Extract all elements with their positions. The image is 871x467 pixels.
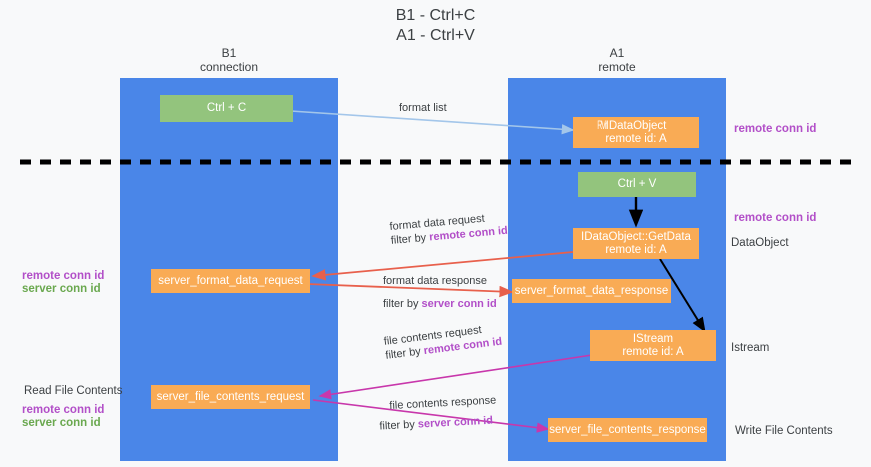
edge-label-format-data-response-line1: format data response (383, 275, 487, 287)
edge-label-format-data-request: format data request filter by remote con… (389, 210, 508, 248)
filter-by-prefix-4: filter by (379, 418, 419, 433)
diagram-title: B1 - Ctrl+C A1 - Ctrl+V (0, 6, 871, 46)
edge-label-file-contents-request: file contents request filter by remote c… (383, 321, 503, 363)
box-server-format-data-response-label: server_format_data_response (514, 284, 669, 297)
box-getdata-line2: remote id: A (605, 243, 667, 256)
annotation-left-remote-conn-id-2: remote conn id (22, 404, 105, 416)
edge-label-file-contents-response-line1: file contents response (389, 394, 497, 412)
lane-b1-subtitle: connection (199, 60, 259, 74)
box-istream-line1: IStream (632, 332, 674, 345)
box-idataobject-line1: IDataObject (605, 119, 667, 132)
annotation-write-file-contents: Write File Contents (735, 425, 833, 437)
lane-header-a1: A1 remote (508, 46, 726, 74)
annotation-left-remote-conn-id: remote conn id (22, 270, 105, 282)
box-server-file-contents-response[interactable]: server_file_contents_response (548, 418, 707, 442)
box-getdata-line1: IDataObject::GetData (581, 230, 691, 243)
edge-label-file-contents-response: file contents response filter by server … (379, 393, 498, 433)
box-ctrl-c[interactable]: Ctrl + C (160, 95, 293, 122)
filter-value-server-conn-id-2: server conn id (417, 414, 494, 431)
box-ctrl-c-label: Ctrl + C (206, 102, 247, 114)
box-server-file-contents-response-label: server_file_contents_response (549, 423, 706, 436)
annotation-remote-conn-id-top: remote conn id (734, 123, 817, 135)
edge-label-format-data-response-line2: filter by server conn id (383, 297, 497, 311)
annotation-istream: Istream (731, 342, 770, 354)
box-istream-line2: remote id: A (622, 345, 684, 358)
box-idataobject[interactable]: RVrI IDataObject remote id: A (573, 117, 699, 148)
title-line-1: B1 - Ctrl+C (395, 7, 476, 24)
filter-by-prefix-2: filter by (383, 298, 422, 310)
box-ctrl-v-label: Ctrl + V (617, 178, 657, 190)
box-idataobject-getdata[interactable]: IDataObject::GetData remote id: A (573, 228, 699, 259)
box-ctrl-v[interactable]: Ctrl + V (578, 172, 696, 197)
lane-a1-subtitle: remote (598, 60, 636, 74)
box-server-format-data-response[interactable]: server_format_data_response (512, 279, 671, 303)
filter-by-prefix-1: filter by (390, 231, 430, 247)
annotation-read-file-contents: Read File Contents (24, 385, 123, 397)
filter-value-server-conn-id-1: server conn id (421, 298, 497, 310)
edge-label-format-data-response: format data response filter by server co… (383, 274, 497, 311)
box-idataobject-overlap-glyphs: RVrI (596, 119, 608, 132)
box-istream[interactable]: IStream remote id: A (590, 330, 716, 361)
box-idataobject-line2: remote id: A (605, 132, 667, 145)
box-server-file-contents-request[interactable]: server_file_contents_request (151, 385, 310, 409)
annotation-remote-conn-id-mid: remote conn id (734, 212, 817, 224)
lane-header-b1: B1 connection (120, 46, 338, 74)
filter-by-prefix-3: filter by (384, 345, 425, 362)
box-idataobject-line1-wrap: RVrI IDataObject (597, 119, 667, 133)
annotation-left-server-conn-id-2: server conn id (22, 417, 101, 429)
annotation-left-server-conn-id: server conn id (22, 283, 101, 295)
edge-label-format-list: format list (399, 102, 447, 114)
box-server-format-data-request[interactable]: server_format_data_request (151, 269, 310, 293)
edge-label-file-contents-response-line2: filter by server conn id (379, 413, 498, 433)
box-server-format-data-request-label: server_format_data_request (158, 274, 303, 287)
lane-b1-title: B1 (221, 46, 237, 60)
annotation-dataobject: DataObject (731, 237, 789, 249)
box-server-file-contents-request-label: server_file_contents_request (156, 390, 305, 403)
title-line-2: A1 - Ctrl+V (396, 27, 475, 44)
lane-a1-title: A1 (609, 46, 625, 60)
